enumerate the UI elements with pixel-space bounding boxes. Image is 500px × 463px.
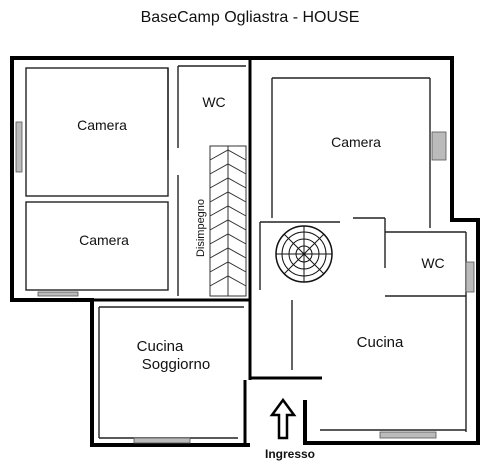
room-label-cucina-soggiorno-2: Soggiorno [142,356,210,373]
staircase [209,145,247,297]
room-label-wc-left: WC [202,94,225,110]
left-unit-inner-walls [25,65,246,439]
room-label-disimpegno: Disimpegno [195,199,207,257]
plan-title: BaseCamp Ogliastra - HOUSE [140,9,360,26]
room-label-camera-bottom-left: Camera [79,232,129,248]
right-unit-inner-walls [259,77,467,432]
left-unit-windows [15,121,191,444]
room-label-wc-right: WC [421,255,444,271]
right-unit-walls [250,56,480,445]
room-label-cucina-right: Cucina [357,334,404,351]
room-label-camera-top-left: Camera [77,117,127,133]
room-label-camera-right: Camera [331,134,381,150]
ceiling-fan-icon [275,225,333,283]
up-arrow-icon [269,397,297,440]
room-label-cucina-soggiorno-1: Cucina [137,338,184,355]
left-unit-walls [10,56,252,447]
right-unit-windows [379,131,475,439]
entrance-label: Ingresso [265,447,315,461]
